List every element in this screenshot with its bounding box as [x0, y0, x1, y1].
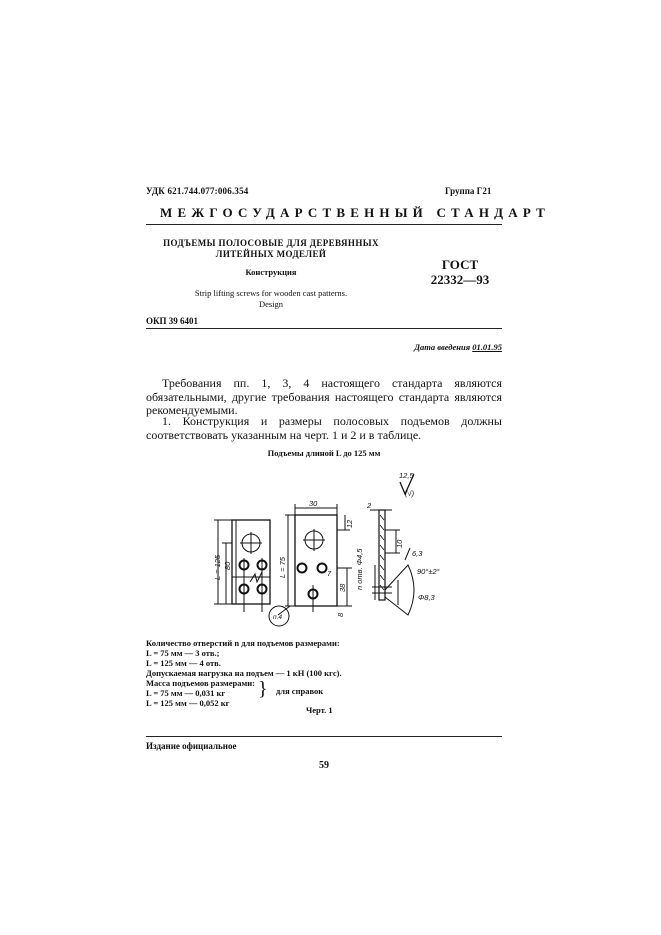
dim-7: 7 [327, 569, 332, 578]
roughness-value: 12,5 [399, 471, 414, 480]
gost-number: 22332—93 [430, 272, 490, 287]
edition-label: Издание официальное [146, 741, 237, 751]
paragraph-clause-1: 1. Конструкция и размеры полосовых подъе… [146, 414, 502, 442]
note-load: Допускаемая нагрузка на подъем — 1 кН (1… [146, 668, 342, 678]
note-holes-125: L = 125 мм — 4 отв. [146, 658, 221, 668]
roughness-paren: (√) [405, 489, 415, 498]
note-holes-count: Количество отверстий n для подъемов разм… [146, 638, 340, 648]
reference-note: для справок [276, 686, 324, 696]
dim-12: 12 [345, 519, 354, 528]
dim-thickness-2: 2 [366, 501, 372, 510]
note-mass-heading: Масса подъемов размерами: [146, 678, 255, 688]
title-line-2: ЛИТЕЙНЫХ МОДЕЛЕЙ [215, 249, 327, 259]
dim-radius-6-3: 6,3 [412, 549, 423, 558]
document-title: ПОДЪЕМЫ ПОЛОСОВЫЕ ДЛЯ ДЕРЕВЯННЫХ ЛИТЕЙНЫ… [146, 238, 396, 260]
dim-8: 8 [336, 612, 345, 617]
dim-38: 38 [338, 583, 347, 592]
note-mass-125: L = 125 мм — 0,052 кг [146, 698, 230, 708]
dim-10: 10 [395, 539, 404, 548]
group-code: Группа Г21 [445, 186, 492, 196]
english-title: Strip lifting screws for wooden cast pat… [146, 288, 396, 309]
date-label: Дата введения [414, 342, 471, 352]
dim-80: 80 [223, 561, 232, 570]
dim-L75: L = 75 [278, 556, 287, 578]
okp-code: ОКП 39 6401 [146, 316, 199, 326]
gost-label: ГОСТ [441, 257, 479, 272]
dim-angle: 90°±2° [417, 567, 440, 576]
dim-30: 30 [309, 499, 318, 508]
paragraph-requirements: Требования пп. 1, 3, 4 настоящего станда… [146, 376, 502, 417]
note-holes-75: L = 75 мм — 3 отв.; [146, 648, 220, 658]
standard-heading: МЕЖГОСУДАРСТВЕННЫЙ СТАНДАРТ [160, 205, 551, 220]
english-title-line-1: Strip lifting screws for wooden cast pat… [194, 288, 348, 298]
title-line-1: ПОДЪЕМЫ ПОЛОСОВЫЕ ДЛЯ ДЕРЕВЯННЫХ [163, 238, 379, 248]
document-subtitle: Конструкция [245, 267, 297, 277]
figure-caption: Черт. 1 [306, 705, 333, 715]
note-mass-75: L = 75 мм — 0,031 кг [146, 688, 226, 698]
introduction-date: Дата введения 01.01.95 [370, 342, 502, 352]
figure-title: Подъемы длиной L до 125 мм [267, 448, 381, 458]
dim-L125: L = 125 [213, 554, 222, 580]
dim-phi-8-3: Φ8,3 [418, 593, 436, 602]
english-title-line-2: Design [258, 298, 284, 309]
udk-code: УДК 621.744.077:006.354 [146, 186, 249, 196]
footer-divider [146, 736, 502, 737]
date-value: 01.01.95 [472, 342, 502, 352]
figure-notes: Количество отверстий n для подъемов разм… [146, 638, 342, 708]
page-number: 59 [319, 760, 329, 771]
brace-symbol: } [258, 678, 268, 700]
gost-block: ГОСТ 22332—93 [420, 257, 500, 287]
okp-divider [146, 328, 502, 329]
technical-drawing: 12,5 (√) L = 125 80 L = 75 30 12 38 8 7 … [213, 471, 440, 627]
top-divider [146, 224, 502, 225]
callout-p4: п.4 [273, 614, 282, 621]
dim-holes-n: n отв. Φ4,5 [355, 548, 364, 590]
